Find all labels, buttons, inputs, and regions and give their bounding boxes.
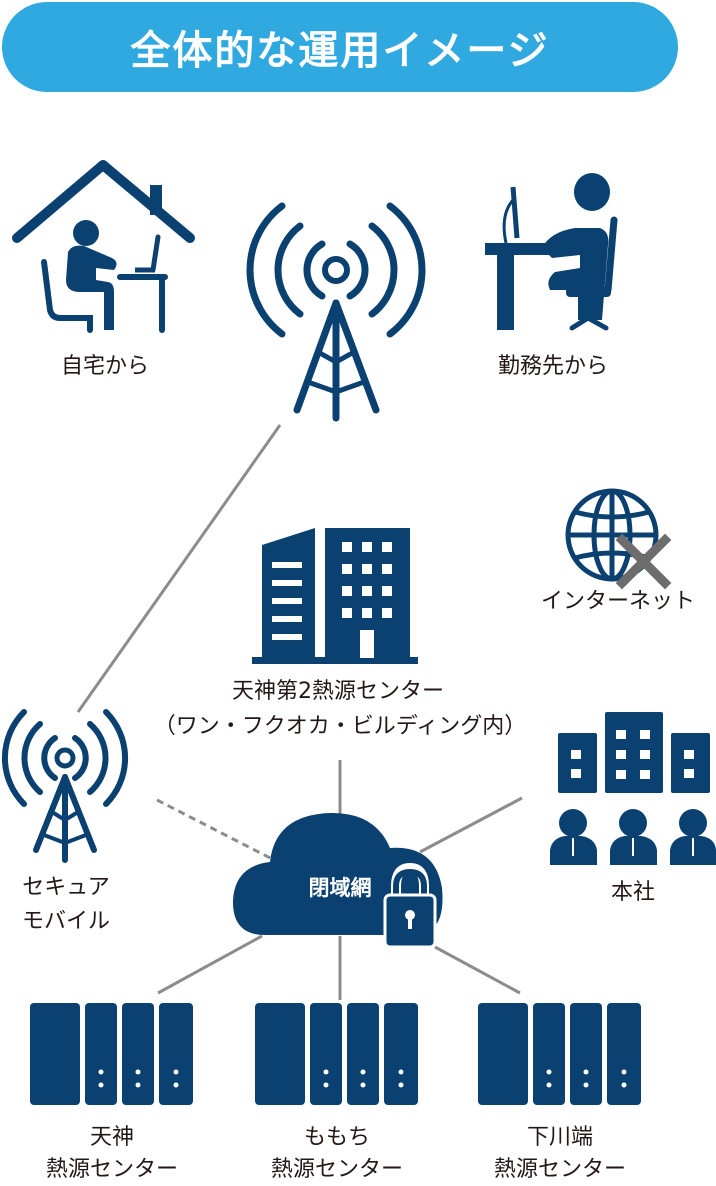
home-worker-icon (12, 160, 195, 333)
tenjin-label-line2: 熱源センター (45, 1157, 179, 1182)
workplace-label: 勤務先から (497, 354, 609, 379)
momochi-label-line2: 熱源センター (270, 1157, 404, 1182)
momochi-label-line1: ももち (303, 1125, 371, 1150)
shimokawabata-label-line2: 熱源センター (493, 1157, 627, 1182)
globe-icon (565, 488, 659, 582)
tenjin2-building-icon (252, 528, 418, 664)
tenjin-label-line1: 天神 (89, 1125, 135, 1150)
blocked-cross-icon (615, 533, 672, 590)
lock-icon (383, 862, 437, 949)
tenjin-server-icon (30, 1003, 193, 1105)
title-banner: 全体的な運用イメージ (2, 2, 678, 92)
internet-label: インターネット (540, 589, 696, 614)
hq-label: 本社 (610, 880, 656, 905)
secure-mobile-label-line1: セキュア (22, 875, 110, 900)
office-worker-icon (485, 173, 618, 331)
line-mobile-to-cloud-dashed (156, 798, 279, 864)
page-title: 全体的な運用イメージ (130, 28, 550, 74)
hq-staff-icon (550, 809, 716, 865)
hq-building-icon (558, 712, 710, 793)
line-cloud-to-shimokawabata (434, 945, 521, 995)
radio-tower-icon (246, 202, 426, 422)
tenjin2-label-line1: 天神第2熱源センター (232, 679, 444, 704)
momochi-server-icon (255, 1003, 418, 1105)
tenjin2-label-line2: （ワン・フクオカ・ビルディング内） (153, 714, 527, 739)
secure-mobile-label-line2: モバイル (21, 909, 111, 934)
line-hq-to-cloud (419, 796, 523, 854)
shimokawabata-label-line1: 下川端 (526, 1125, 594, 1150)
line-cloud-to-tenjin (157, 934, 263, 995)
connector-lines (76, 424, 523, 1000)
home-label: 自宅から (60, 354, 150, 379)
line-tower-to-mobile (76, 424, 282, 713)
closed-network-label: 閉域網 (308, 876, 372, 900)
secure-mobile-tower-icon (1, 709, 129, 863)
shimokawabata-server-icon (478, 1003, 641, 1105)
